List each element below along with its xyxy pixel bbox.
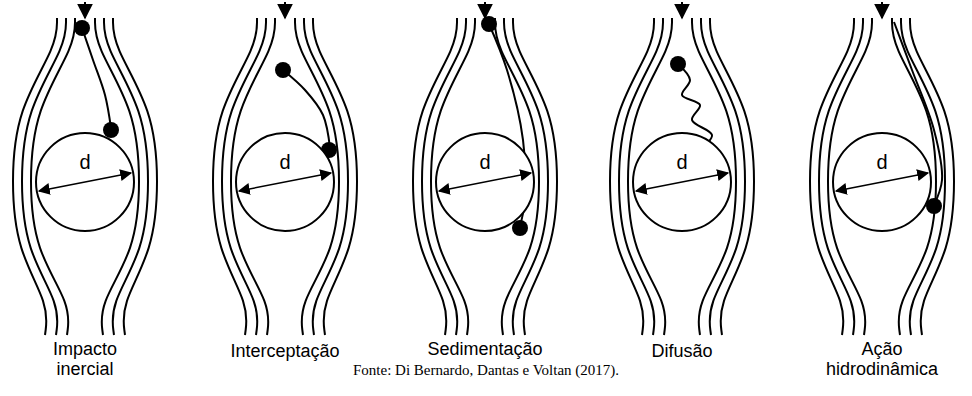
grain-circle [833,133,931,231]
flow-arrow [681,2,683,18]
dimension-label: d [676,152,687,172]
particle [275,62,291,78]
streamlines [13,18,954,335]
grain-outline [632,132,732,232]
particle [103,122,119,138]
source-caption: Fonte: Di Bernardo, Dantas e Voltan (201… [351,362,621,379]
diameter-dimension [39,173,131,191]
mechanism-name: Sedimentação [427,340,542,360]
dimension-label: d [279,152,290,172]
flow-arrow [284,2,286,18]
mechanism-name: Impacto inercial [35,340,135,380]
mechanism-name: Difusão [651,342,712,362]
grain-circle [436,133,534,231]
collector-grain: d [632,132,732,232]
collector-grain: d [832,132,932,232]
collector-grain: d [235,132,335,232]
collector-grain: d [35,132,135,232]
dimension-label: d [876,152,887,172]
trajectories [74,16,942,236]
diameter-dimension [439,173,531,191]
particle [670,56,686,72]
grain-outline [35,132,135,232]
grain-circle [236,133,334,231]
particle [481,16,497,32]
diameter-dimension [836,173,928,191]
mechanism-name: Interceptação [230,342,339,362]
grain-outline [435,132,535,232]
mechanism-name: Ação hidrodinâmica [820,340,945,380]
flow-arrow [84,2,86,18]
flow-arrow [881,2,883,18]
particle [74,20,90,36]
dimension-label: d [79,152,90,172]
grain-circle [36,133,134,231]
flow-arrow [484,2,486,18]
collector-grain: d [435,132,535,232]
diameter-dimension [239,173,331,191]
grain-circle [633,133,731,231]
dimension-label: d [479,152,490,172]
grain-outline [832,132,932,232]
particle-path [82,28,111,128]
grain-outline [235,132,335,232]
diameter-dimension [636,173,728,191]
